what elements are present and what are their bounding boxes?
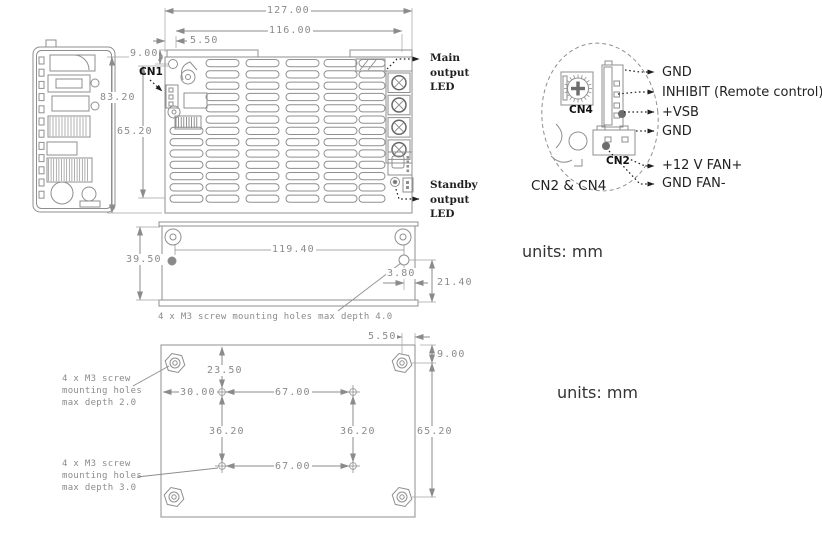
dim-hole-bottom: 21.40 bbox=[436, 277, 474, 288]
bottom-note-top-line2: mounting holes bbox=[62, 386, 143, 396]
dim-hole-edge: 3.80 bbox=[386, 268, 417, 279]
heatsink-fins bbox=[175, 117, 198, 128]
top-view-leaders bbox=[149, 56, 420, 202]
bottom-note-bottom-line2: mounting holes bbox=[62, 471, 143, 481]
ventilation-slots bbox=[169, 59, 386, 203]
pin-label-fan-plus: +12 V FAN+ bbox=[662, 158, 743, 173]
heatsink bbox=[174, 115, 202, 130]
side-view-hatching bbox=[48, 117, 88, 181]
side-view-drawing bbox=[32, 39, 116, 213]
bottom-note-bottom-line3: max depth 3.0 bbox=[62, 483, 137, 493]
pin-label-fan-minus: GND FAN- bbox=[662, 176, 726, 191]
connector-pins bbox=[406, 156, 410, 189]
standby-led-line2: output bbox=[430, 193, 470, 206]
bottom-note-bottom-line1: 4 x M3 screw bbox=[62, 459, 131, 469]
bottom-note-bottom: 4 x M3 screw mounting holes max depth 3.… bbox=[62, 458, 142, 494]
cn4-dial-teeth bbox=[564, 74, 592, 103]
detail-bubble-ellipse bbox=[541, 42, 659, 192]
main-output-led-label: Main output LED bbox=[430, 51, 469, 95]
connector-detail-leaders bbox=[608, 69, 655, 187]
bottom-note-top: 4 x M3 screw mounting holes max depth 2.… bbox=[62, 373, 142, 409]
front-view-note: 4 x M3 screw mounting holes max depth 4.… bbox=[158, 312, 393, 322]
bottom-view-dimensions bbox=[132, 333, 436, 498]
main-led-leader-arrow bbox=[386, 56, 420, 70]
dim-inner-height-left: 36.20 bbox=[208, 426, 246, 437]
units-label-top: units: mm bbox=[522, 242, 603, 261]
front-view-screws bbox=[164, 228, 412, 246]
dim-vent-width: 116.00 bbox=[268, 25, 313, 36]
dim-inner-height-right: 36.20 bbox=[339, 426, 377, 437]
wire-squiggle bbox=[555, 123, 563, 149]
dim-corner-offset-y: 9.00 bbox=[436, 349, 467, 360]
cn4-potentiometer bbox=[560, 71, 594, 106]
front-view-hole-left bbox=[167, 256, 177, 266]
main-led-line3: LED bbox=[430, 81, 455, 93]
pin-label-inhibit: INHIBIT (Remote control) bbox=[662, 85, 822, 100]
standby-led bbox=[390, 177, 400, 187]
standby-output-led-label: Standby output LED bbox=[430, 178, 478, 222]
cn1-connector bbox=[165, 84, 179, 109]
cn2-upper-connector bbox=[601, 64, 624, 128]
terminal-screws bbox=[387, 72, 411, 160]
bottom-note-top-line1: 4 x M3 screw bbox=[62, 374, 131, 384]
gnd1-leader-arrow bbox=[624, 69, 655, 75]
dim-inner-top: 23.50 bbox=[206, 365, 244, 376]
cn2-lower-connector bbox=[592, 129, 636, 156]
main-led-line2: output bbox=[430, 66, 470, 79]
gndfan-leader-arrow bbox=[608, 150, 655, 187]
inhibit-leader-arrow bbox=[617, 89, 655, 95]
dim-overall-width: 127.00 bbox=[266, 5, 311, 16]
pin-label-gnd-2: GND bbox=[662, 124, 692, 139]
dim-overall-depth: 83.20 bbox=[99, 92, 137, 103]
top-view-dimensions bbox=[107, 8, 413, 214]
dim-inner-width-bottom: 67.00 bbox=[274, 461, 312, 472]
dim-front-height: 39.50 bbox=[125, 254, 163, 265]
units-label-bottom: units: mm bbox=[557, 383, 638, 402]
dim-hole-offset-x: 5.50 bbox=[189, 35, 220, 46]
pin-label-vsb: +VSB bbox=[662, 105, 699, 120]
dim-inner-left: 30.00 bbox=[179, 387, 217, 398]
dim-hole-span: 119.40 bbox=[271, 244, 316, 255]
dim-inner-depth: 65.20 bbox=[116, 126, 154, 137]
pin-label-gnd-1: GND bbox=[662, 65, 692, 80]
main-led-line1: Main bbox=[430, 52, 461, 64]
cn1-leader-arrow bbox=[149, 79, 163, 92]
standby-led-line1: Standby bbox=[430, 179, 478, 191]
detail-caption: CN2 & CN4 bbox=[531, 178, 607, 194]
cn1-label: CN1 bbox=[139, 66, 163, 78]
output-terminal-block bbox=[385, 70, 413, 164]
dim-hole-offset-y: 9.00 bbox=[129, 48, 160, 59]
bottom-view-drawing bbox=[160, 344, 416, 518]
dim-corner-span: 65.20 bbox=[416, 426, 454, 437]
front-view-drawing bbox=[158, 221, 419, 307]
standby-led-leader-arrow bbox=[395, 188, 420, 202]
connector-detail-drawing bbox=[541, 42, 659, 192]
bottom-note-top-line3: max depth 2.0 bbox=[62, 398, 137, 408]
side-view-component-ticks bbox=[38, 56, 45, 199]
dim-inner-width-top: 67.00 bbox=[274, 387, 312, 398]
cn4-label: CN4 bbox=[569, 104, 593, 116]
top-view-corner-hole bbox=[168, 59, 178, 69]
top-view-drawing bbox=[164, 49, 414, 214]
cn2-label: CN2 bbox=[606, 155, 630, 167]
dim-corner-offset-x: 5.50 bbox=[367, 331, 398, 342]
standby-led-line3: LED bbox=[430, 208, 455, 220]
fan12v-leader-arrow bbox=[626, 157, 655, 169]
bottom-corner-nuts bbox=[163, 352, 413, 508]
